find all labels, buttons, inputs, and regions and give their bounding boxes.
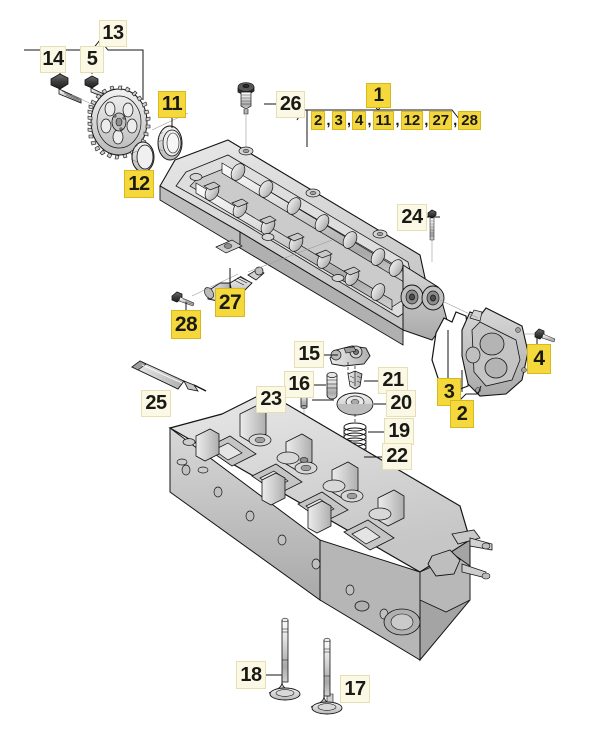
callout-15[interactable]: 15: [294, 341, 324, 368]
sub-separator: ,: [424, 112, 429, 129]
callout-19[interactable]: 19: [384, 418, 414, 445]
callout-28[interactable]: 28: [171, 310, 201, 339]
callout-13[interactable]: 13: [99, 20, 127, 47]
callout-12[interactable]: 12: [124, 170, 154, 198]
callout-5[interactable]: 5: [80, 46, 104, 73]
sub-separator: ,: [346, 112, 352, 129]
sub-separator: ,: [395, 112, 400, 129]
sub-item-2[interactable]: 2: [311, 111, 326, 130]
callout-2[interactable]: 2: [450, 400, 474, 428]
callout-21[interactable]: 21: [378, 367, 408, 394]
callout-24[interactable]: 24: [397, 204, 427, 231]
callout-4[interactable]: 4: [527, 344, 551, 374]
sub-item-3[interactable]: 3: [331, 111, 346, 130]
sub-item-28[interactable]: 28: [458, 111, 481, 130]
callout-22[interactable]: 22: [382, 443, 412, 470]
callout-26[interactable]: 26: [276, 91, 305, 118]
callout-18[interactable]: 18: [236, 661, 266, 689]
callout-11[interactable]: 11: [158, 91, 186, 118]
callout-23[interactable]: 23: [256, 386, 286, 413]
sub-item-4[interactable]: 4: [352, 111, 367, 130]
callout-14[interactable]: 14: [40, 46, 66, 73]
assembly-sub-items: 2 , 3 , 4 , 11 , 12 , 27 , 28: [311, 111, 481, 130]
sub-item-11[interactable]: 11: [372, 111, 395, 130]
sub-separator: ,: [367, 112, 372, 129]
sub-separator: ,: [326, 112, 331, 129]
sub-separator: ,: [453, 112, 458, 129]
callout-20[interactable]: 20: [386, 390, 416, 417]
callout-1[interactable]: 1: [366, 83, 391, 108]
sub-item-27[interactable]: 27: [429, 111, 453, 130]
callout-16[interactable]: 16: [284, 371, 314, 398]
callout-17[interactable]: 17: [340, 675, 370, 703]
callout-27[interactable]: 27: [215, 288, 245, 317]
sub-item-12[interactable]: 12: [400, 111, 424, 130]
callout-25[interactable]: 25: [141, 390, 171, 417]
